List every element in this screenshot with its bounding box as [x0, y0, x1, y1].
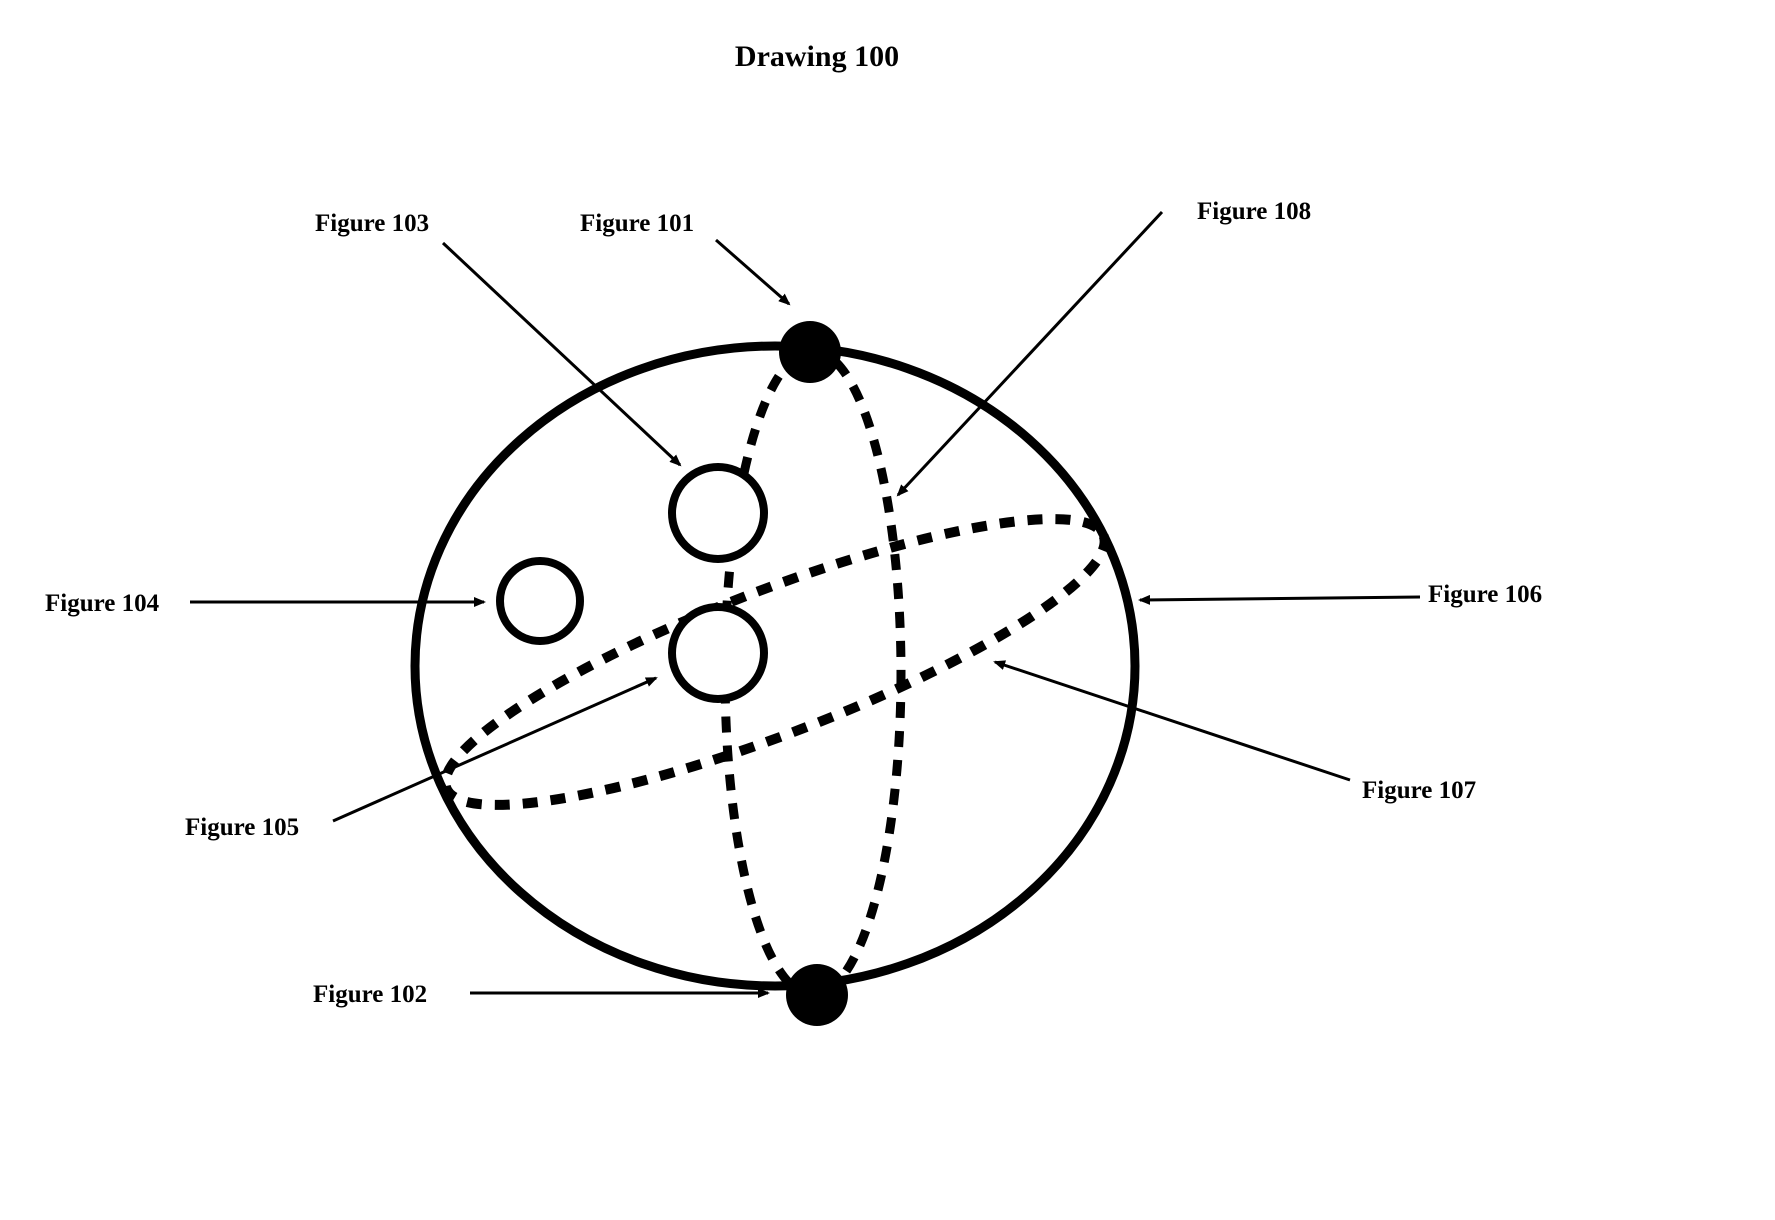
- fig103-label: Figure 103: [315, 210, 429, 237]
- fig105-arrow: [332, 676, 658, 823]
- top-pole-dot: [779, 321, 841, 383]
- fig104-label: Figure 104: [45, 590, 160, 617]
- fig106-label: Figure 106: [1428, 581, 1542, 608]
- fig108-arrow: [896, 210, 1164, 497]
- fig101-arrow: [715, 238, 791, 306]
- fig101-label: Figure 101: [580, 210, 694, 237]
- fig106-arrow: [1138, 594, 1421, 605]
- bottom-pole-dot: [786, 964, 848, 1026]
- small-circle-104: [496, 557, 584, 645]
- small-circle-105: [668, 603, 768, 703]
- fig105-label: Figure 105: [185, 814, 299, 841]
- fig107-label: Figure 107: [1362, 777, 1476, 804]
- equator-dashed-ellipse: [440, 514, 1110, 810]
- sphere-outline: [410, 341, 1140, 991]
- small-circle-103: [668, 463, 768, 563]
- fig102-label: Figure 102: [313, 981, 427, 1008]
- fig108-label: Figure 108: [1197, 198, 1311, 225]
- fig103-arrow: [441, 241, 682, 467]
- drawing-title: Drawing 100: [735, 40, 899, 73]
- fig107-arrow: [993, 660, 1351, 782]
